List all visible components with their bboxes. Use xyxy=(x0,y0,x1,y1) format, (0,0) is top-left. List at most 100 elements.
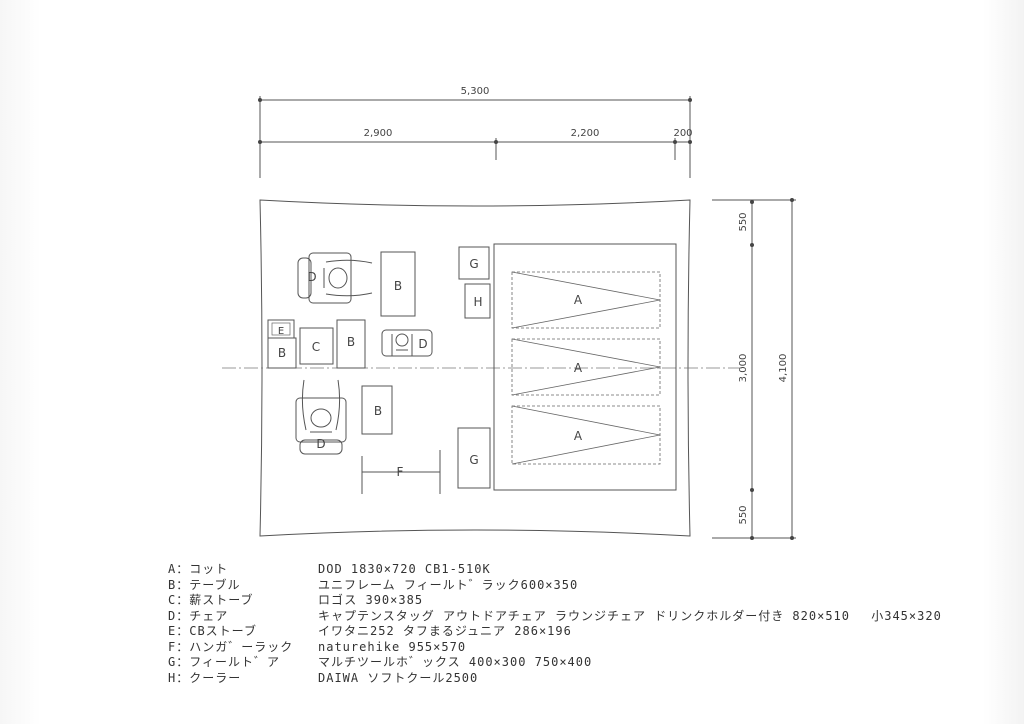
dim-dot xyxy=(258,98,262,102)
legend-row-c: C：薪ストーブ ロゴス 390×385 xyxy=(168,593,998,609)
table-b-3: B xyxy=(361,385,393,435)
chair-d-2-label: D xyxy=(418,337,427,351)
legend-value: ユニフレーム フィールト゛ラック600×350 xyxy=(318,577,579,592)
legend-row-h: H：クーラー DAIWA ソフトクール2500 xyxy=(168,671,998,687)
dim-dot xyxy=(790,536,794,540)
field-door-g-2-box xyxy=(457,427,491,489)
cb-stove-e-box xyxy=(267,319,295,339)
legend-value: ロゴス 390×385 xyxy=(318,593,424,607)
cot-a-3-label: A xyxy=(574,429,583,443)
cot-a-1-label: A xyxy=(574,293,583,307)
chair-d-1-seat xyxy=(308,252,352,304)
legend-key: D：チェア xyxy=(168,608,229,623)
dim-right-bottom-label: 550 xyxy=(738,505,749,524)
table-b-1-box xyxy=(380,251,416,317)
dim-dot xyxy=(750,243,754,247)
cb-stove-e-label: E xyxy=(278,326,284,337)
cot-a-3: A xyxy=(511,405,661,465)
dim-dot xyxy=(673,140,677,144)
cb-stove-e-inner xyxy=(271,322,291,336)
cb-stove-e: E xyxy=(267,319,295,339)
cooler-h-label: H xyxy=(473,295,482,309)
legend-row-f: F：ハンガ゛ーラック naturehike 955×570 xyxy=(168,640,998,656)
chair-d-3-person-limbs xyxy=(301,379,341,433)
cot-a-2: A xyxy=(511,338,661,396)
table-b-3-box xyxy=(361,385,393,435)
table-b-2-label: B xyxy=(347,335,355,349)
legend-row-d: D：チェア キャプテンスタッグ アウトドアチェア ラウンジチェア ドリンクホルダ… xyxy=(168,609,998,625)
chair-d-2: D xyxy=(381,329,433,357)
dim-right-mid-label: 3,000 xyxy=(738,354,749,383)
cot-a-1-frame xyxy=(511,271,661,329)
field-door-g-1: G xyxy=(458,246,490,280)
chair-d-2-person-limbs xyxy=(391,334,413,356)
legend-row-a: A：コット DOD 1830×720 CB1-510K xyxy=(168,562,998,578)
chair-d-3: D xyxy=(295,379,347,455)
legend-value: キャプテンスタッグ アウトドアチェア ラウンジチェア ドリンクホルダー付き 82… xyxy=(318,608,942,623)
table-b-2-box xyxy=(336,319,366,369)
field-door-g-2: G xyxy=(457,427,491,489)
legend-key: F：ハンガ゛ーラック xyxy=(168,639,294,654)
legend-key: A：コット xyxy=(168,562,229,576)
table-b-1: B xyxy=(380,251,416,317)
field-door-g-1-box xyxy=(458,246,490,280)
cot-a-3-frame xyxy=(511,405,661,465)
legend-key: B：テーブル xyxy=(168,577,241,592)
dim-dot xyxy=(688,98,692,102)
cooler-h-box xyxy=(464,283,491,319)
wood-stove-c-label: C xyxy=(312,340,320,354)
cot-a-2-label: A xyxy=(574,361,583,375)
dim-dot xyxy=(750,488,754,492)
dim-segment-2-label: 2,200 xyxy=(571,128,600,139)
cooler-h: H xyxy=(464,283,491,319)
chair-d-3-label: D xyxy=(316,437,325,451)
chair-d-2-seat xyxy=(381,329,433,357)
legend-value: DOD 1830×720 CB1-510K xyxy=(318,562,491,576)
dim-dot xyxy=(688,140,692,144)
field-door-g-1-label: G xyxy=(469,257,478,271)
legend-row-b: B：テーブル ユニフレーム フィールト゛ラック600×350 xyxy=(168,578,998,594)
table-b-4: B xyxy=(267,337,297,369)
chair-d-1: D xyxy=(297,252,373,304)
cot-a-1-triangle xyxy=(511,271,661,329)
cot-a-3-triangle xyxy=(511,405,661,465)
table-b-4-label: B xyxy=(278,346,286,360)
legend: A：コット DOD 1830×720 CB1-510K B：テーブル ユニフレー… xyxy=(168,562,998,686)
dim-right-total-label: 4,100 xyxy=(778,354,789,383)
chair-d-1-label: D xyxy=(307,270,316,284)
legend-value: naturehike 955×570 xyxy=(318,639,467,654)
chair-d-3-back xyxy=(299,439,343,455)
inner-tent-rect xyxy=(493,243,677,491)
legend-key: G：フィールト゛ア xyxy=(168,655,280,669)
chair-d-2-person-head xyxy=(395,333,409,347)
field-door-g-2-label: G xyxy=(469,453,478,467)
chair-d-1-person-limbs xyxy=(323,259,373,297)
cot-a-2-frame xyxy=(511,338,661,396)
table-b-3-label: B xyxy=(374,404,382,418)
legend-key: C：薪ストーブ xyxy=(168,593,254,607)
chair-d-1-person-head xyxy=(328,267,348,289)
floor-sheet-outline xyxy=(259,199,691,537)
hanger-rack-f: F xyxy=(361,450,441,494)
legend-row-e: E：CBストーブ イワタニ252 タフまるジュニア 286×196 xyxy=(168,624,998,640)
legend-value: マルチツールホ゛ックス 400×300 750×400 xyxy=(318,655,593,669)
dim-dot xyxy=(750,536,754,540)
dim-right-top-label: 550 xyxy=(738,212,749,231)
dim-dot xyxy=(258,140,262,144)
legend-value: DAIWA ソフトクール2500 xyxy=(318,670,479,685)
legend-row-g: G：フィールト゛ア マルチツールホ゛ックス 400×300 750×400 xyxy=(168,655,998,671)
dim-total-label: 5,300 xyxy=(461,86,490,97)
dim-segment-3-label: 200 xyxy=(673,128,692,139)
chair-d-3-seat xyxy=(295,397,347,443)
wood-stove-c-box xyxy=(299,327,334,365)
hanger-rack-f-label: F xyxy=(397,465,404,479)
table-b-2: B xyxy=(336,319,366,369)
chair-d-1-back xyxy=(297,257,312,299)
cot-a-1: A xyxy=(511,271,661,329)
legend-key: E：CBストーブ xyxy=(168,624,257,638)
chair-d-3-person-head xyxy=(310,408,332,428)
top-dimensions xyxy=(259,96,691,178)
dim-segment-1-label: 2,900 xyxy=(364,128,393,139)
legend-value: イワタニ252 タフまるジュニア 286×196 xyxy=(318,624,572,638)
